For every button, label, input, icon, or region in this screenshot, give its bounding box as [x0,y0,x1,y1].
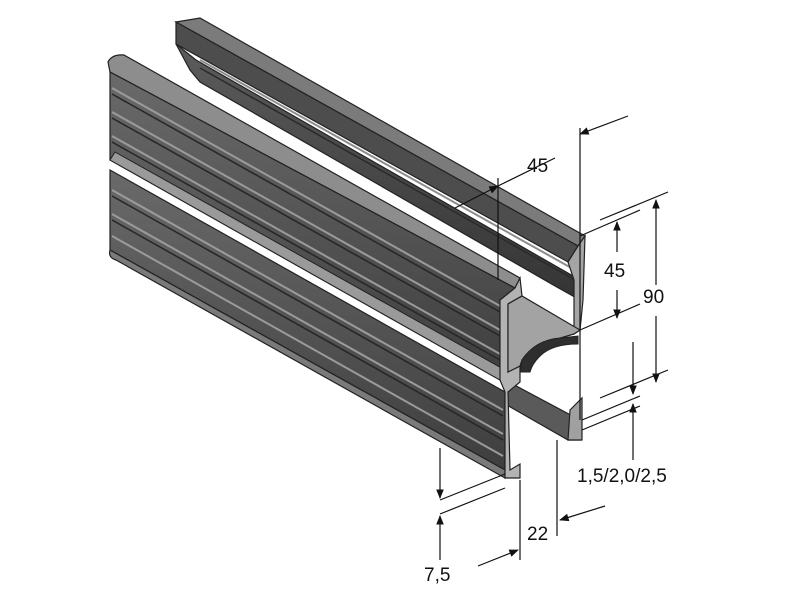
rear-lower-end [567,396,583,441]
front-grooves [111,87,504,457]
dim-thickness: 1,5/2,0/2,5 [577,466,667,487]
dim-lip-depth: 7,5 [424,565,450,586]
dim-slot-opening: 22 [527,524,548,545]
dim-width-top: 45 [527,156,548,177]
front-bottom-lip [109,249,506,480]
dimension-lines [436,115,669,567]
rear-end-profile [567,234,586,336]
rear-face [175,43,581,302]
rear-channel [174,17,586,441]
dim-height-half: 45 [604,261,625,282]
rear-groove [199,59,576,271]
inner-web [507,295,582,373]
dim-height-total: 90 [643,287,664,308]
rear-groove [199,67,576,281]
web-cutout [519,335,579,373]
front-channel [107,54,582,480]
